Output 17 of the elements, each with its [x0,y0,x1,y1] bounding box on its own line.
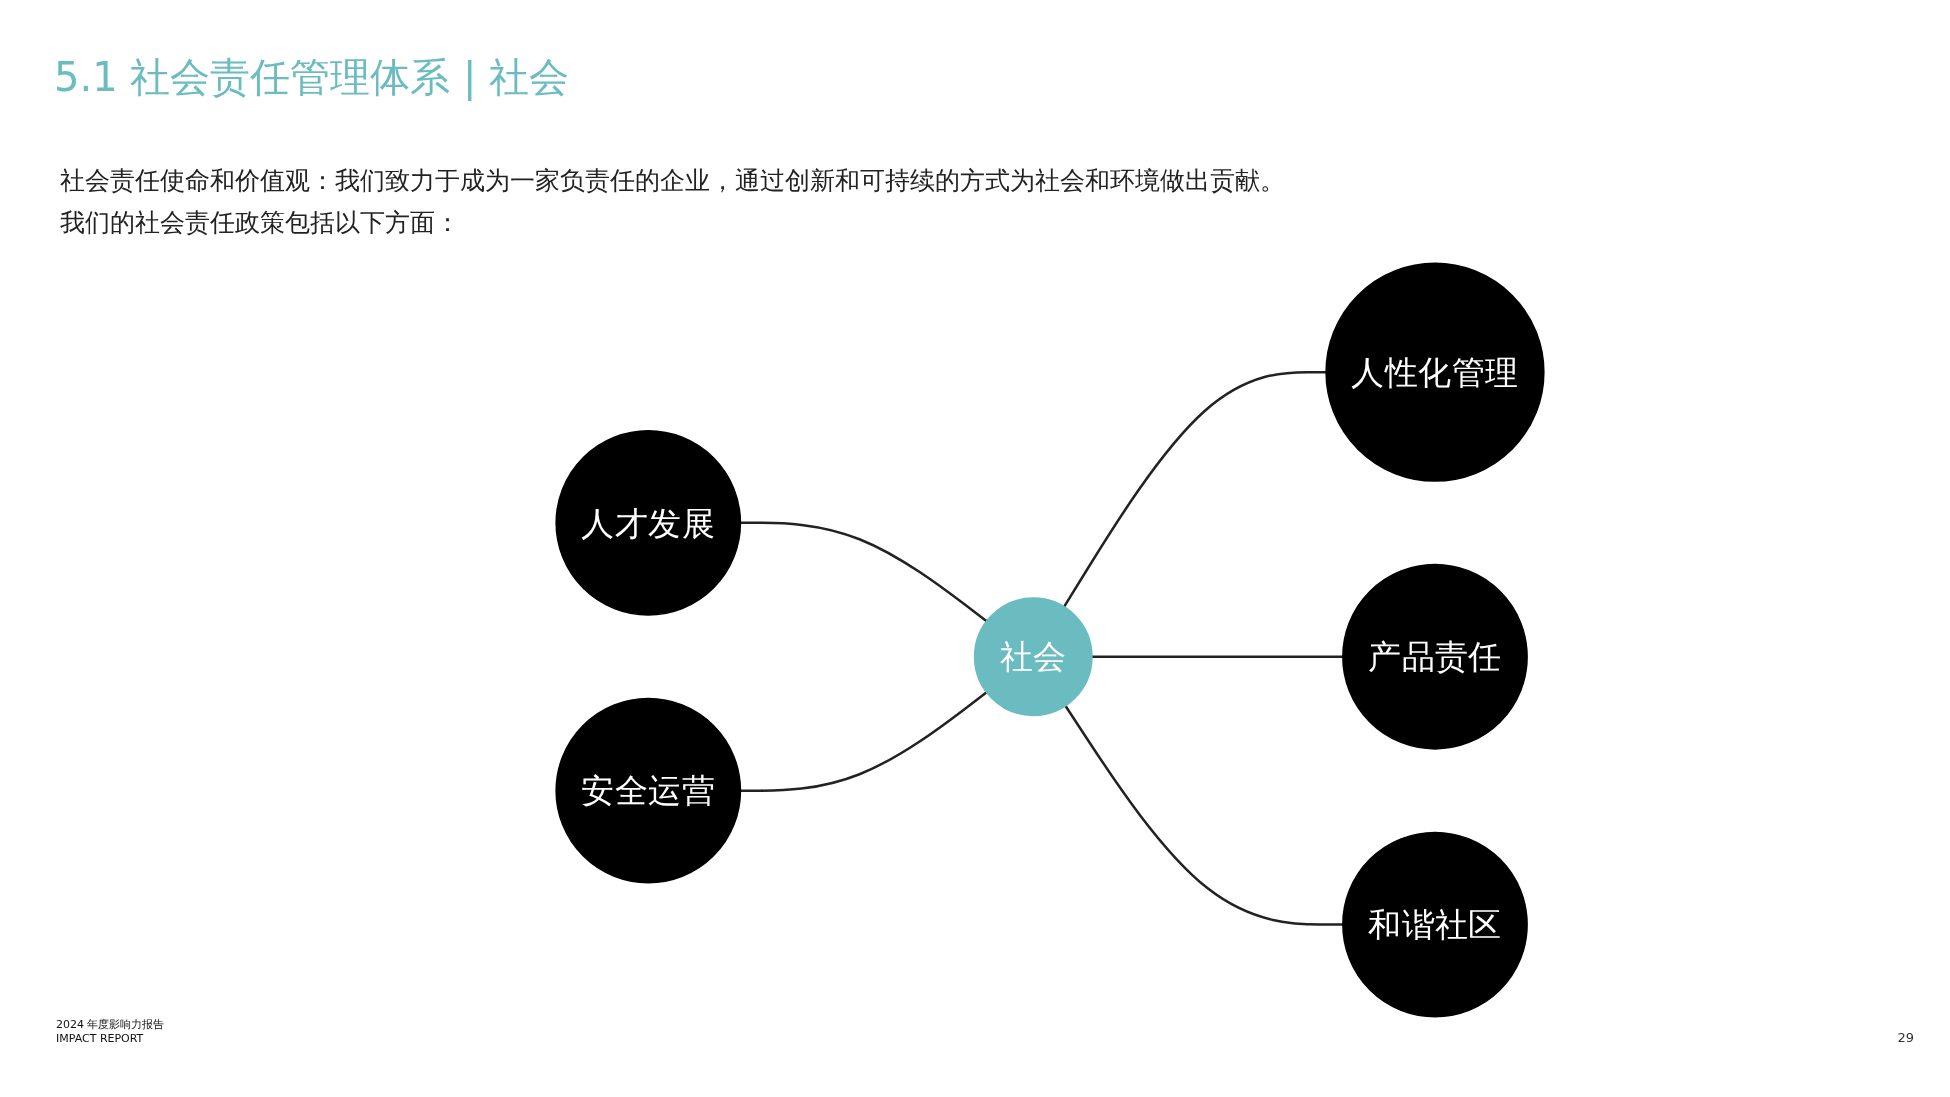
page-number: 29 [1897,1030,1914,1045]
node-circle: 人才发展 [555,429,742,616]
connector [1063,370,1327,608]
page-title: 5.1 社会责任管理体系 | 社会 [54,53,570,103]
connector [740,691,988,792]
node-circle: 和谐社区 [1342,831,1528,1018]
connector [740,521,988,623]
node-circle: 人性化管理 [1325,262,1545,482]
connector [1064,705,1343,926]
connector [1091,655,1343,658]
footer-text: 2024 年度影响力报告 [56,1018,165,1032]
node-circle: 产品责任 [1342,563,1528,750]
intro-text: 社会责任使命和价值观：我们致力于成为一家负责任的企业，通过创新和可持续的方式为社会和环境做出贡献。 [60,165,1285,197]
node-circle: 社会 [973,597,1093,717]
footer-text: IMPACT REPORT [56,1032,144,1046]
intro-text: 我们的社会责任政策包括以下方面： [60,207,460,239]
node-circle: 安全运营 [555,697,742,884]
